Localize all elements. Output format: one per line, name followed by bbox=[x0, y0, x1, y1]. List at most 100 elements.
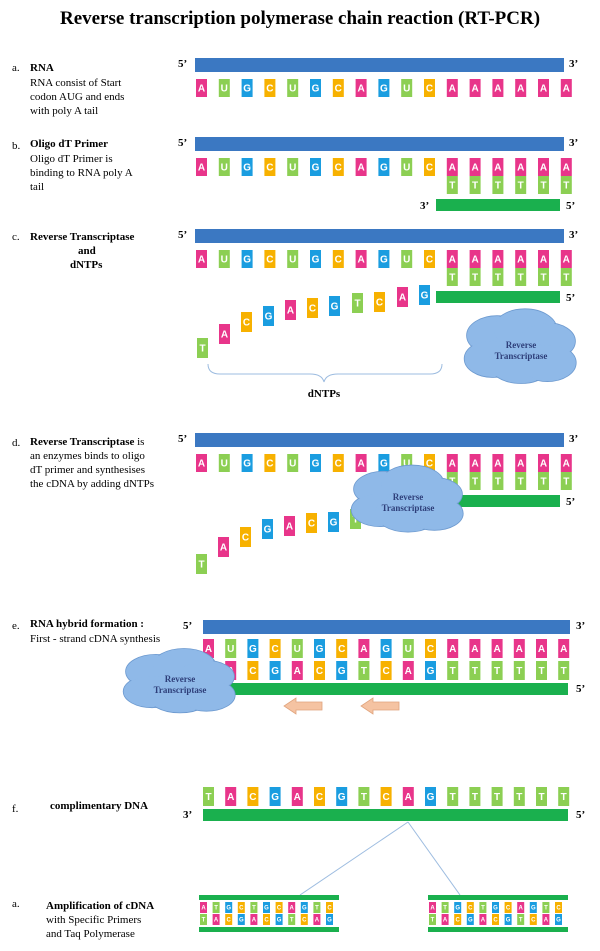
nucleotide-letter: T bbox=[472, 792, 478, 803]
nucleotide-A bbox=[446, 158, 458, 176]
nucleotide-letter: G bbox=[421, 291, 429, 302]
nucleotide-C bbox=[240, 527, 251, 547]
nucleotide-T bbox=[469, 268, 481, 286]
nucleotide-letter: T bbox=[449, 181, 455, 192]
nucleotide-letter: C bbox=[264, 918, 269, 924]
nucleotide-letter: G bbox=[531, 906, 536, 912]
nucleotide-G bbox=[300, 902, 308, 913]
nucleotide-letter: G bbox=[249, 644, 257, 655]
nucleotide-letter: T bbox=[495, 477, 501, 488]
nucleotide-letter: A bbox=[201, 906, 206, 912]
amplified-strand-bottom bbox=[428, 927, 568, 932]
nucleotide-C bbox=[263, 914, 270, 925]
nucleotide-letter: G bbox=[493, 906, 498, 912]
nucleotide-A bbox=[288, 902, 296, 913]
nucleotide-C bbox=[466, 902, 474, 913]
section-b-body-line: tail bbox=[30, 181, 45, 193]
nucleotide-G bbox=[241, 250, 253, 268]
nucleotide-letter: A bbox=[540, 84, 547, 95]
nucleotide-G bbox=[275, 914, 283, 925]
synthesis-direction-arrow bbox=[283, 697, 323, 715]
five-prime-label: 5’ bbox=[566, 496, 575, 508]
nucleotide-letter: C bbox=[308, 519, 315, 530]
nucleotide-G bbox=[336, 661, 348, 680]
nucleotide-letter: T bbox=[361, 666, 367, 677]
section-b-title: Oligo dT Primer bbox=[30, 138, 109, 150]
nucleotide-C bbox=[307, 298, 318, 318]
nucleotide-letter: T bbox=[472, 666, 478, 677]
nucleotide-U bbox=[218, 158, 230, 176]
nucleotide-letter: U bbox=[221, 255, 228, 266]
nucleotide-U bbox=[287, 79, 299, 97]
nucleotide-A bbox=[225, 787, 237, 806]
nucleotide-T bbox=[560, 176, 572, 194]
section-d-title: Reverse Transcriptase bbox=[30, 436, 135, 448]
nucleotide-letter: T bbox=[540, 477, 546, 488]
nucleotide-T bbox=[515, 176, 527, 194]
nucleotide-G bbox=[310, 454, 321, 472]
nucleotide-G bbox=[326, 914, 333, 925]
section-amp-body-line: and Taq Polymerase bbox=[46, 928, 135, 940]
nucleotide-G bbox=[247, 639, 259, 658]
nucleotide-letter: T bbox=[472, 477, 478, 488]
nucleotide-letter: G bbox=[277, 918, 282, 924]
nucleotide-A bbox=[218, 537, 229, 557]
nucleotide-T bbox=[447, 661, 459, 680]
nucleotide-A bbox=[429, 902, 436, 913]
nucleotide-A bbox=[196, 250, 207, 268]
nucleotide-C bbox=[336, 639, 348, 658]
nucleotide-letter: G bbox=[338, 792, 346, 803]
nucleotide-letter: A bbox=[357, 255, 364, 266]
dntp-bracket bbox=[207, 363, 443, 383]
nucleotide-letter: U bbox=[221, 84, 228, 95]
nucleotide-A bbox=[355, 158, 367, 176]
rna-strand bbox=[195, 58, 564, 72]
nucleotide-T bbox=[352, 293, 363, 313]
nucleotide-U bbox=[218, 250, 230, 268]
nucleotide-A bbox=[515, 454, 527, 472]
nucleotide-G bbox=[329, 296, 340, 316]
nucleotide-T bbox=[558, 787, 570, 806]
nucleotide-letter: A bbox=[471, 644, 478, 655]
nucleotide-A bbox=[515, 158, 527, 176]
nucleotide-T bbox=[492, 176, 504, 194]
nucleotide-C bbox=[225, 914, 233, 925]
section-a-title: RNA bbox=[30, 62, 54, 74]
five-prime-label: 5’ bbox=[183, 620, 192, 632]
nucleotide-G bbox=[466, 914, 474, 925]
nucleotide-letter: U bbox=[289, 84, 296, 95]
five-prime-label: 5’ bbox=[576, 809, 585, 821]
nucleotide-letter: A bbox=[560, 644, 567, 655]
nucleotide-letter: T bbox=[214, 906, 218, 912]
nucleotide-letter: C bbox=[426, 84, 433, 95]
nucleotide-U bbox=[291, 639, 303, 658]
nucleotide-letter: C bbox=[556, 906, 561, 912]
nucleotide-T bbox=[469, 787, 481, 806]
nucleotide-letter: G bbox=[330, 518, 338, 529]
nucleotide-letter: T bbox=[481, 906, 485, 912]
nucleotide-letter: A bbox=[252, 918, 257, 924]
rna-strand bbox=[203, 620, 570, 634]
section-amp-letter: a. bbox=[12, 898, 20, 910]
page-title: Reverse transcription polymerase chain r… bbox=[59, 8, 541, 29]
nucleotide-letter: A bbox=[405, 666, 412, 677]
nucleotide-C bbox=[264, 250, 276, 268]
nucleotide-T bbox=[560, 472, 572, 490]
nucleotide-letter: A bbox=[471, 255, 478, 266]
nucleotide-A bbox=[203, 639, 214, 658]
nucleotide-G bbox=[336, 787, 348, 806]
nucleotide-A bbox=[492, 454, 504, 472]
nucleotide-G bbox=[269, 661, 281, 680]
nucleotide-A bbox=[469, 454, 481, 472]
nucleotide-letter: A bbox=[540, 163, 547, 174]
nucleotide-T bbox=[212, 902, 220, 913]
amplification-line-right bbox=[407, 821, 461, 896]
section-b-body-line: binding to RNA poly A bbox=[30, 167, 133, 179]
nucleotide-G bbox=[425, 787, 436, 806]
nucleotide-letter: C bbox=[493, 918, 498, 924]
nucleotide-T bbox=[513, 661, 525, 680]
nucleotide-letter: T bbox=[538, 792, 544, 803]
amplified-strand-top bbox=[428, 895, 568, 900]
nucleotide-G bbox=[380, 639, 392, 658]
nucleotide-A bbox=[196, 158, 207, 176]
